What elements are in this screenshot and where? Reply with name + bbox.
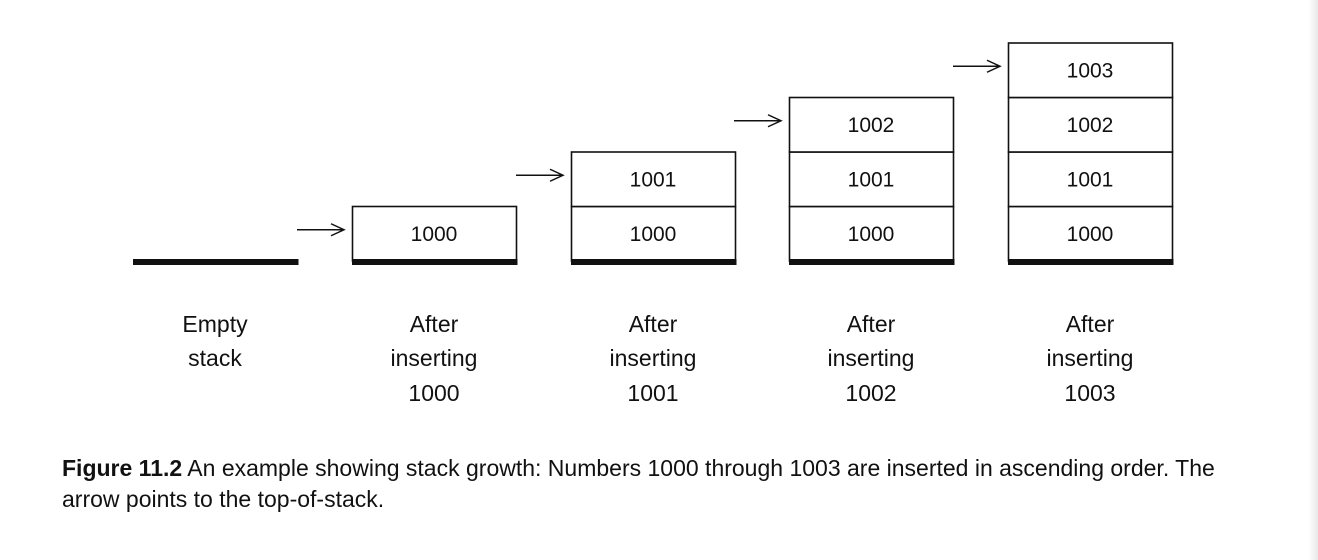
arrow-head (986, 59, 1002, 73)
stack-cell-value: 1000 (1067, 223, 1114, 246)
stage-label-line: After (410, 311, 459, 337)
stage-label-line: inserting (610, 345, 697, 371)
stack-cell: 1002 (788, 96, 955, 153)
top-of-stack-arrow (297, 223, 346, 237)
top-of-stack-arrow (734, 114, 783, 128)
stack-base-line (1008, 259, 1174, 265)
stack-cell-box (1007, 42, 1174, 99)
page-edge-shadow (1308, 0, 1318, 560)
stage-label-line: stack (188, 345, 242, 371)
stack-cell: 1001 (570, 151, 737, 208)
stack-base-line (789, 259, 955, 265)
stage-label-line: inserting (1047, 345, 1134, 371)
arrow-head (767, 114, 783, 128)
stack-cell-value: 1001 (848, 168, 895, 191)
stage-label-line: 1000 (408, 380, 459, 406)
stack-cell: 1001 (788, 151, 955, 208)
stack-cell-value: 1001 (1067, 168, 1114, 191)
top-of-stack-arrow (953, 59, 1002, 73)
stack-cell-box (1007, 151, 1174, 208)
stack-cell-value: 1002 (848, 114, 895, 137)
stack-cell-box (788, 96, 955, 153)
stack-cell: 1000 (1007, 205, 1174, 262)
stage-label-line: 1003 (1064, 380, 1115, 406)
stage-label-line: 1002 (845, 380, 896, 406)
stack-base-line (571, 259, 737, 265)
stack-base-line (133, 259, 299, 265)
stack-cell-box (570, 205, 737, 262)
stack-stage-0: Empty stack (133, 259, 299, 371)
stack-cell: 1000 (570, 205, 737, 262)
stack-cell: 1001 (1007, 151, 1174, 208)
arrow-head (330, 223, 346, 237)
stage-label-line: After (1066, 311, 1115, 337)
caption-text: An example showing stack growth: Numbers… (62, 455, 1215, 512)
stack-cell-value: 1000 (848, 223, 895, 246)
stack-cell-box (788, 151, 955, 208)
stack-cell: 1000 (351, 205, 518, 262)
stack-cell-value: 1000 (630, 223, 677, 246)
stack-cell-value: 1001 (630, 168, 677, 191)
stage-label-line: Empty (182, 311, 248, 337)
top-of-stack-arrow (516, 168, 565, 182)
stage-label-line: After (629, 311, 678, 337)
stage-label-line: After (847, 311, 896, 337)
stack-cell: 1003 (1007, 42, 1174, 99)
stage-label-line: 1001 (627, 380, 678, 406)
stack-cell-value: 1003 (1067, 59, 1114, 82)
stack-cell: 1002 (1007, 96, 1174, 153)
stack-cell: 1000 (788, 205, 955, 262)
figure-caption: Figure 11.2 An example showing stack gro… (62, 453, 1277, 515)
stages-layer: Emptystack1000Afterinserting100010001001… (133, 42, 1174, 406)
arrow-head (549, 168, 565, 182)
stack-cell-value: 1000 (411, 223, 458, 246)
stage-label-line: inserting (828, 345, 915, 371)
stack-base-line (352, 259, 518, 265)
stack-growth-diagram: Emptystack1000Afterinserting100010001001… (133, 42, 1174, 406)
stack-cell-box (570, 151, 737, 208)
stage-label-line: inserting (391, 345, 478, 371)
stack-cell-value: 1002 (1067, 114, 1114, 137)
figure-label: Figure 11.2 (62, 455, 183, 481)
